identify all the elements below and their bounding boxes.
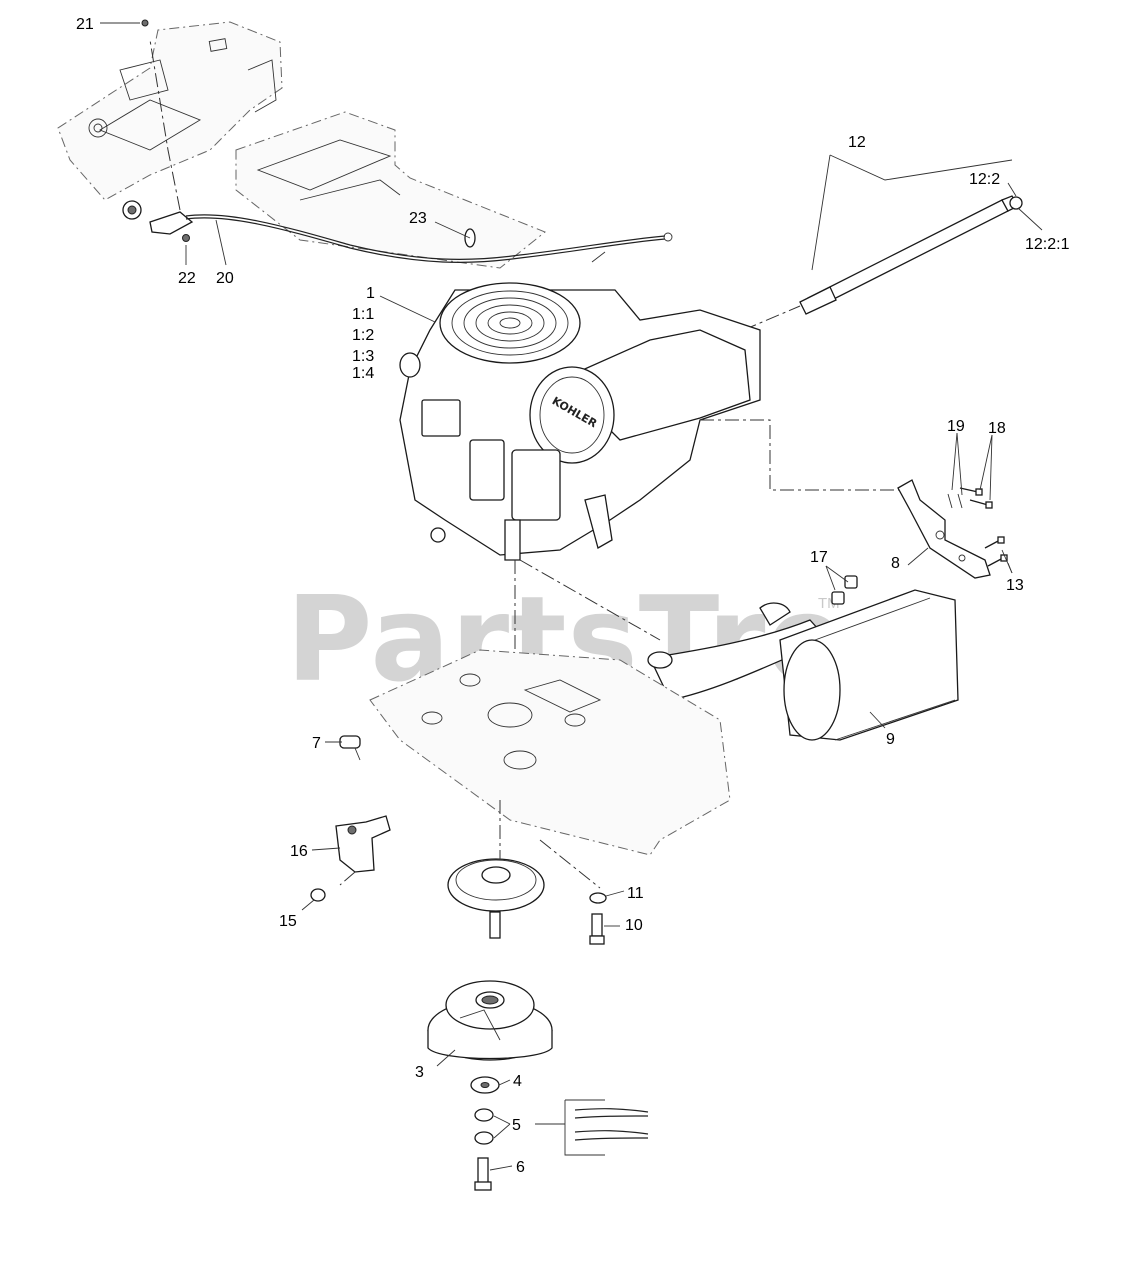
callout-16: 16 — [290, 843, 308, 860]
bolt-10 — [589, 913, 605, 945]
leader-lines — [100, 19, 1043, 1171]
nut-15 — [310, 888, 326, 902]
pulley — [447, 858, 545, 939]
bolt-13 — [984, 536, 1008, 567]
muffler-bracket — [897, 479, 991, 579]
muffler — [647, 589, 959, 741]
callout-23: 23 — [409, 210, 427, 227]
engine-deck-plate — [369, 649, 731, 856]
callout-12-2-1: 12:2:1 — [1025, 236, 1070, 253]
callout-1-3: 1:3 — [352, 348, 374, 365]
washer-19 — [947, 493, 963, 509]
leader-dash-shaft — [719, 305, 801, 341]
callout-12: 12 — [848, 134, 866, 151]
nut-17 — [831, 575, 858, 605]
washer-11-dash — [539, 839, 601, 889]
engine-assembly: KOHLER — [399, 282, 761, 561]
callout-21: 21 — [76, 16, 94, 33]
spacer-5-detail — [564, 1099, 649, 1156]
spacer-5 — [474, 1108, 494, 1145]
callout-3: 3 — [415, 1064, 424, 1081]
callout-22: 22 — [178, 270, 196, 287]
callout-11: 11 — [627, 885, 644, 902]
callout-17: 17 — [810, 549, 828, 566]
callout-9: 9 — [886, 731, 895, 748]
callout-7: 7 — [312, 735, 321, 752]
callout-4: 4 — [513, 1073, 522, 1090]
washer-11 — [589, 892, 607, 904]
callout-15: 15 — [279, 913, 297, 930]
callout-12-2: 12:2 — [969, 171, 1000, 188]
clutch-bracket — [335, 815, 391, 873]
rear-panel-bracket — [235, 111, 546, 269]
extension-shaft — [799, 195, 1023, 315]
pin-7 — [339, 735, 361, 761]
control-panel-bracket — [57, 21, 283, 201]
electric-clutch — [427, 980, 553, 1061]
callout-18: 18 — [988, 420, 1006, 437]
callout-20: 20 — [216, 270, 234, 287]
callout-1-1: 1:1 — [352, 306, 374, 323]
callout-1: 1 — [366, 285, 375, 302]
callout-13: 13 — [1006, 577, 1024, 594]
nut-15-dash — [339, 871, 356, 886]
callout-5: 5 — [512, 1117, 521, 1134]
callout-6: 6 — [516, 1159, 525, 1176]
callout-1-2: 1:2 — [352, 327, 374, 344]
callout-10: 10 — [625, 917, 643, 934]
bolt-18 — [959, 487, 993, 509]
manifold-route-dash — [519, 559, 661, 641]
washer-4 — [470, 1076, 500, 1094]
leader-dash-21 — [149, 39, 181, 211]
exhaust-route-dash — [700, 419, 905, 491]
bolt-6 — [474, 1157, 492, 1191]
callout-19: 19 — [947, 418, 965, 435]
callout-1-4: 1:4 — [352, 365, 374, 382]
callout-8: 8 — [891, 555, 900, 572]
